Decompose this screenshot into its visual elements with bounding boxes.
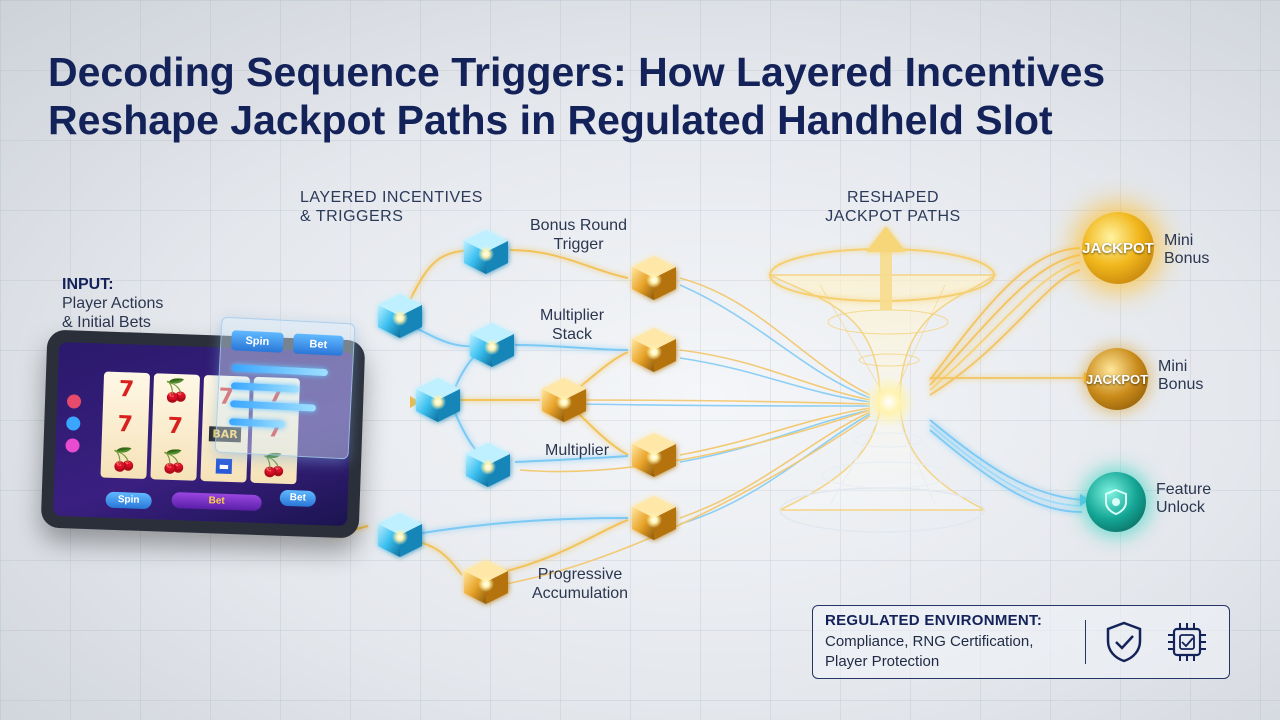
jackpot-coin-bronze: JACKPOT <box>1086 348 1148 410</box>
outcome-2-line-2: Bonus <box>1158 376 1204 393</box>
panel-slider-2[interactable] <box>230 382 300 393</box>
bonus-round-line-2: Trigger <box>553 236 604 253</box>
jackpot-coin-text: JACKPOT <box>1085 371 1149 387</box>
trigger-cube-blue <box>416 378 460 422</box>
title-line-1: Decoding Sequence Triggers: How Layered … <box>48 49 1106 95</box>
trigger-cube-gold <box>632 256 676 300</box>
trigger-cube-blue <box>464 230 508 274</box>
spin-button[interactable]: Spin <box>105 491 152 510</box>
cherry-icon: 🍒 <box>109 447 139 474</box>
settings-icon[interactable] <box>65 438 80 453</box>
multiplier-label: Multiplier <box>545 441 609 460</box>
jackpot-coin-text: JACKPOT <box>1082 239 1154 257</box>
input-label-line-3: & Initial Bets <box>62 314 151 331</box>
trigger-cube-gold <box>542 378 586 422</box>
layered-header-line-1: LAYERED INCENTIVES <box>300 189 483 206</box>
reshaped-jackpot-header: RESHAPED JACKPOT PATHS <box>808 188 978 226</box>
bonus-round-trigger-label: Bonus Round Trigger <box>530 216 627 254</box>
floating-bet-panel: Spin Bet <box>214 316 356 460</box>
bar-symbol-blue-icon: ▬ <box>215 457 233 474</box>
trigger-cube-blue <box>378 513 422 557</box>
trigger-cube-gold <box>632 433 676 477</box>
multiplier-stack-line-1: Multiplier <box>540 307 605 324</box>
shield-check-icon <box>1106 621 1142 663</box>
output-streams <box>929 247 1094 513</box>
cherry-icon: 🍒 <box>159 449 189 476</box>
stream-lines <box>499 277 871 586</box>
gift-icon[interactable] <box>66 416 81 431</box>
bonus-round-line-1: Bonus Round <box>530 217 627 234</box>
outcome-1-line-2: Bonus <box>1164 250 1210 267</box>
panel-slider-4[interactable] <box>228 418 286 429</box>
regulated-environment-box: REGULATED ENVIRONMENT: Compliance, RNG C… <box>812 605 1230 679</box>
regulated-heading: REGULATED ENVIRONMENT: <box>825 612 1043 629</box>
regulated-line-1: Compliance, RNG Certification, <box>825 633 1034 650</box>
progressive-line-2: Accumulation <box>532 585 629 602</box>
trigger-cube-blue <box>470 323 514 367</box>
progressive-line-1: Progressive <box>537 566 623 583</box>
trigger-cube-blue <box>466 443 510 487</box>
trigger-cube-blue <box>378 294 422 338</box>
seven-icon: 7 <box>167 414 184 440</box>
page-title: Decoding Sequence Triggers: How Layered … <box>48 48 1248 144</box>
multiplier-text: Multiplier <box>545 442 610 459</box>
feature-unlock-coin <box>1086 472 1146 532</box>
regulated-line-2: Player Protection <box>825 653 940 670</box>
layered-incentives-header: LAYERED INCENTIVES & TRIGGERS <box>300 188 483 226</box>
panel-slider-3[interactable] <box>229 400 317 412</box>
bet-small-button[interactable]: Bet <box>279 489 317 507</box>
outcome-1-line-1: Mini <box>1164 232 1194 249</box>
cherry-icon: 🍒 <box>162 378 191 405</box>
panel-slider-1[interactable] <box>231 364 329 377</box>
jackpot-coin-gold: JACKPOT <box>1082 212 1154 284</box>
outcome-3-line-2: Unlock <box>1156 499 1205 516</box>
outcome-label-2: Mini Bonus <box>1158 358 1203 394</box>
reel-2: 🍒 7 🍒 <box>150 373 201 481</box>
input-label: INPUT: Player Actions & Initial Bets <box>62 275 163 332</box>
cherry-icon: 🍒 <box>259 452 289 479</box>
reshaped-header-line-2: JACKPOT PATHS <box>825 208 961 225</box>
input-label-line-2: Player Actions <box>62 295 164 312</box>
outcome-label-1: Mini Bonus <box>1164 232 1209 268</box>
trigger-cubes <box>378 230 676 604</box>
regulated-details: Compliance, RNG Certification, Player Pr… <box>825 632 1033 672</box>
reshaped-header-line-1: RESHAPED <box>846 189 940 206</box>
input-arrow <box>360 396 420 408</box>
multiplier-stack-line-2: Stack <box>552 326 593 343</box>
title-line-2: Reshape Jackpot Paths in Regulated Handh… <box>48 97 1053 143</box>
funnel-up-arrow <box>866 226 906 310</box>
trigger-cube-gold <box>632 496 676 540</box>
layered-header-line-2: & TRIGGERS <box>300 208 404 225</box>
progressive-accumulation-label: Progressive Accumulation <box>532 565 628 603</box>
trigger-cube-gold <box>464 560 508 604</box>
bet-button[interactable]: Bet <box>171 491 262 512</box>
menu-icon[interactable] <box>66 394 82 409</box>
input-label-heading: INPUT: <box>62 276 114 293</box>
seven-icon: 7 <box>117 412 134 439</box>
multiplier-stack-label: Multiplier Stack <box>540 306 604 344</box>
certified-chip-icon <box>1168 623 1206 661</box>
outcome-2-line-1: Mini <box>1158 358 1188 375</box>
trigger-cube-gold <box>632 328 676 372</box>
shield-coin-icon <box>1105 488 1127 516</box>
reel-1: 7 7 🍒 <box>100 371 151 480</box>
panel-spin-button[interactable]: Spin <box>230 330 284 353</box>
panel-bet-button[interactable]: Bet <box>292 333 344 356</box>
seven-icon: 7 <box>118 377 135 403</box>
outcome-3-line-1: Feature <box>1156 481 1212 498</box>
regulated-divider <box>1085 620 1086 664</box>
outcome-label-3: Feature Unlock <box>1156 481 1211 517</box>
